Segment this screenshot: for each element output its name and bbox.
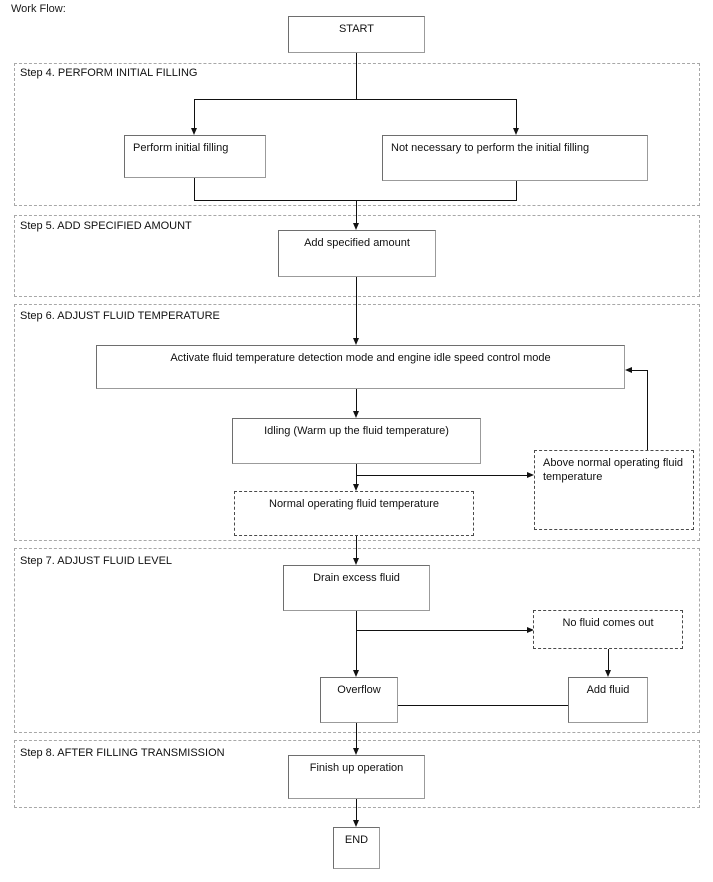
arrowhead-activate-mode (353, 338, 359, 345)
node-perform-initial-filling[interactable]: Perform initial filling (124, 135, 266, 178)
lane-step-6 (14, 304, 700, 541)
connector-overflow-to-finish (356, 722, 357, 748)
node-normal-operating-fluid-temperature[interactable]: Normal operating fluid temperature (234, 491, 474, 536)
arrowhead-normal-operating (353, 484, 359, 491)
connector-start-to-branch (356, 52, 357, 99)
node-no-fluid-comes-out[interactable]: No fluid comes out (533, 610, 683, 649)
node-finish-up-operation[interactable]: Finish up operation (288, 755, 425, 799)
node-idling-warm-up[interactable]: Idling (Warm up the fluid temperature) (232, 418, 481, 464)
node-add-fluid[interactable]: Add fluid (568, 677, 648, 723)
arrowhead-perform-initial-filling (191, 128, 197, 135)
connector-drain-down (356, 610, 357, 670)
lane-title-step-8: Step 8. AFTER FILLING TRANSMISSION (20, 747, 225, 759)
connector-above-normal-loop-up (647, 370, 648, 451)
arrowhead-above-normal (527, 472, 534, 478)
connector-idling-down (356, 463, 357, 484)
connector-normal-to-drain (356, 535, 357, 558)
node-not-necessary-to-perform-initial-filling[interactable]: Not necessary to perform the initial fil… (382, 135, 648, 181)
lane-step-5 (14, 215, 700, 297)
connector-drain-to-no-fluid (356, 630, 527, 631)
connector-no-fluid-to-add-fluid (608, 648, 609, 670)
connector-activate-to-idling (356, 388, 357, 411)
lane-step-4 (14, 63, 700, 206)
node-drain-excess-fluid[interactable]: Drain excess fluid (283, 565, 430, 611)
lane-title-step-5: Step 5. ADD SPECIFIED AMOUNT (20, 220, 192, 232)
lane-title-step-6: Step 6. ADJUST FLUID TEMPERATURE (20, 310, 220, 322)
lane-step-8 (14, 740, 700, 808)
node-start[interactable]: START (288, 16, 425, 53)
arrowhead-idling (353, 411, 359, 418)
connector-finish-to-end (356, 798, 357, 820)
arrowhead-drain-excess-fluid (353, 558, 359, 565)
node-end[interactable]: END (333, 827, 380, 869)
connector-branch-left-down (194, 99, 195, 128)
node-above-normal-operating-fluid-temperature[interactable]: Above normal operating fluid temperature (534, 450, 694, 530)
arrowhead-finish-up-operation (353, 748, 359, 755)
lane-title-step-4: Step 4. PERFORM INITIAL FILLING (20, 67, 198, 79)
arrowhead-end (353, 820, 359, 827)
arrowhead-add-specified-amount (353, 223, 359, 230)
connector-branch-right-down (516, 99, 517, 128)
arrowhead-overflow (353, 670, 359, 677)
node-add-specified-amount[interactable]: Add specified amount (278, 230, 436, 277)
page-title: Work Flow: (11, 3, 66, 15)
connector-add-amount-to-activate (356, 276, 357, 338)
connector-loop-into-activate (632, 370, 648, 371)
node-overflow[interactable]: Overflow (320, 677, 398, 723)
connector-right-box-down (516, 180, 517, 200)
connector-merge-to-add-amount (356, 200, 357, 223)
arrowhead-not-necessary (513, 128, 519, 135)
node-activate-fluid-temperature-detection-mode[interactable]: Activate fluid temperature detection mod… (96, 345, 625, 389)
connector-step4-merge-bar (194, 200, 517, 201)
connector-left-box-down (194, 177, 195, 200)
lane-title-step-7: Step 7. ADJUST FLUID LEVEL (20, 555, 173, 567)
connector-add-fluid-to-overflow (372, 705, 608, 706)
arrowhead-add-fluid (605, 670, 611, 677)
connector-step4-branch-bar (194, 99, 517, 100)
arrowhead-activate-loopback (625, 367, 632, 373)
connector-idling-to-above-normal (356, 475, 527, 476)
lane-step-7 (14, 548, 700, 733)
arrowhead-no-fluid-comes-out (527, 627, 534, 633)
